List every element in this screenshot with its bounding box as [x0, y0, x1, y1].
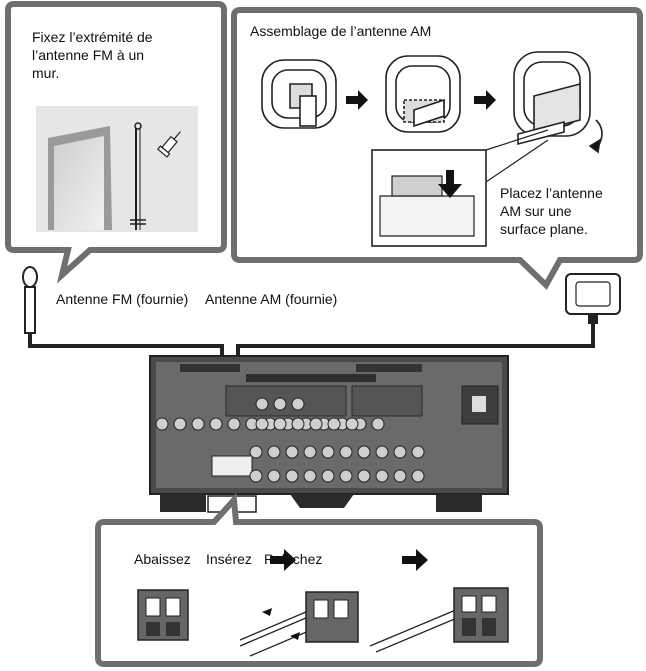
jack: [303, 445, 317, 459]
jack: [273, 417, 287, 431]
jack: [393, 445, 407, 459]
jack: [249, 469, 263, 483]
jack: [339, 469, 353, 483]
jack: [375, 469, 389, 483]
jack: [327, 417, 341, 431]
am-placement-instruction: Placez l’antenne AM sur une surface plan…: [500, 185, 603, 237]
jack: [267, 469, 281, 483]
receiver-jacks: [155, 397, 425, 483]
jack: [357, 469, 371, 483]
fm-instruction: Fixez l’extrémité de l’antenne FM à un m…: [32, 29, 153, 81]
thumbtack-icon: [156, 131, 181, 158]
jack: [309, 417, 323, 431]
fm-antenna-label: Antenne FM (fournie): [56, 291, 189, 307]
jack: [285, 445, 299, 459]
jack: [249, 445, 263, 459]
terminal-step-abaissez: [137, 589, 189, 641]
arrow-right-icon: [346, 90, 368, 110]
arrow-right-icon: [474, 90, 496, 110]
am-assembly-title: Assemblage de l’antenne AM: [250, 23, 432, 39]
jack: [191, 417, 205, 431]
am-loop-step-1: [261, 59, 337, 129]
jack: [255, 397, 269, 411]
step-label-abaissez: Abaissez: [134, 551, 191, 567]
jack: [411, 469, 425, 483]
jack: [173, 417, 187, 431]
jack: [321, 445, 335, 459]
jack: [209, 417, 223, 431]
jack: [291, 417, 305, 431]
jack: [393, 469, 407, 483]
am-placement-detail: [371, 149, 487, 247]
jack: [291, 397, 305, 411]
arrow-right-icon: [402, 549, 428, 571]
arrow-right-icon: [270, 549, 296, 571]
jack: [155, 417, 169, 431]
step-label-inserez: Insérez: [206, 551, 252, 567]
terminal-callout-panel: [95, 492, 543, 667]
jack: [321, 469, 335, 483]
jack: [267, 445, 281, 459]
am-antenna-label: Antenne AM (fournie): [205, 291, 338, 307]
am-loop-step-2: [385, 55, 461, 133]
am-antenna-icon: [236, 273, 621, 470]
jack: [273, 397, 287, 411]
jack: [227, 417, 241, 431]
jack: [357, 445, 371, 459]
terminal-step-inserez: [239, 591, 359, 657]
jack: [411, 445, 425, 459]
jack: [375, 445, 389, 459]
step-label-relachez: Relâchez: [264, 551, 323, 567]
jack: [285, 469, 299, 483]
jack: [345, 417, 359, 431]
receiver-rear-panel: [149, 355, 509, 513]
terminal-step-relachez: [369, 587, 509, 653]
jack: [339, 445, 353, 459]
wall-illustration: [36, 106, 198, 232]
am-loop-step-3: [513, 51, 603, 154]
jack: [255, 417, 269, 431]
jack: [371, 417, 385, 431]
jack: [303, 469, 317, 483]
